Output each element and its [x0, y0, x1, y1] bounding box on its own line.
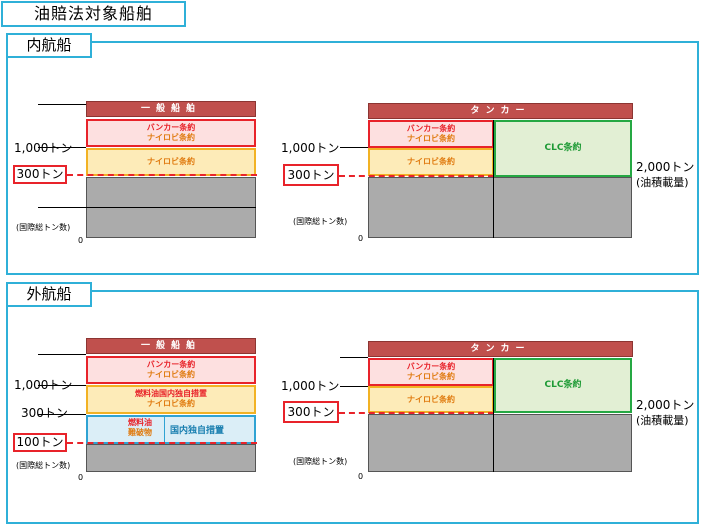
- domestic-measure-label: 国内独自措置: [170, 426, 225, 436]
- y-unit-label: (国際総トン数): [293, 217, 348, 226]
- tick-1000: [340, 147, 368, 148]
- international-section: [6, 290, 699, 524]
- nairobi-sub-label: ナイロビ条約: [147, 370, 195, 379]
- zero-label: 0: [358, 234, 364, 243]
- tanker-header: タンカー: [368, 341, 633, 357]
- bunker-box: バンカー条約 ナイロビ条約: [86, 119, 256, 147]
- tanker-divider: [493, 120, 494, 238]
- tanker-divider: [493, 358, 494, 472]
- bunker-label: バンカー条約: [146, 360, 196, 369]
- zero-label: 0: [78, 473, 84, 482]
- nairobi-sub-label: ナイロビ条約: [147, 399, 195, 408]
- gray-area: [368, 414, 632, 472]
- y-label-300-box: 300トン: [283, 164, 339, 186]
- nairobi-sub-label: ナイロビ条約: [147, 133, 195, 142]
- tick-lower: [38, 207, 256, 208]
- right-label-2000: 2,000トン: [636, 398, 695, 412]
- right-label-2000: 2,000トン: [636, 160, 695, 174]
- general-header: 一般船舶: [86, 101, 256, 117]
- tick-1000: [38, 385, 86, 386]
- nairobi-box: ナイロビ条約: [86, 148, 256, 176]
- domestic-label: 内航船: [6, 33, 92, 58]
- clc-label: CLC条約: [544, 143, 582, 153]
- nairobi-label: ナイロビ条約: [407, 157, 455, 166]
- y-label-1000: 1,000トン: [281, 379, 340, 393]
- clc-label: CLC条約: [544, 380, 582, 390]
- international-label: 外航船: [6, 282, 92, 307]
- threshold-line-300: [339, 412, 494, 414]
- right-unit-label: (油積載量): [636, 414, 689, 427]
- clc-box: CLC条約: [494, 120, 632, 177]
- bunker-label: バンカー条約: [406, 362, 456, 371]
- threshold-line-300: [339, 175, 494, 177]
- gray-area: [368, 177, 632, 238]
- nairobi-label: ナイロビ条約: [407, 395, 455, 404]
- zero-label: 0: [358, 472, 364, 481]
- fuel-oil-label: 燃料油: [128, 418, 152, 427]
- nairobi-sub-label: ナイロビ条約: [407, 372, 455, 381]
- fuel-domestic-box: 燃料油国内独自措置 ナイロビ条約: [86, 385, 256, 414]
- diagram-title: 油賠法対象船舶: [1, 1, 186, 27]
- y-label-1000: 1,000トン: [281, 141, 340, 155]
- gray-area: [86, 444, 256, 472]
- right-unit-label: (油積載量): [636, 176, 689, 189]
- threshold-line-100: [67, 442, 257, 444]
- y-unit-label: (国際総トン数): [293, 457, 348, 466]
- general-header: 一般船舶: [86, 338, 256, 354]
- wreck-label: 難破物: [128, 428, 152, 437]
- y-unit-label: (国際総トン数): [16, 461, 71, 470]
- bunker-label: バンカー条約: [146, 123, 196, 132]
- nairobi-box: ナイロビ条約: [368, 386, 494, 413]
- bunker-label: バンカー条約: [406, 124, 456, 133]
- tick-top: [340, 357, 368, 358]
- y-unit-label: (国際総トン数): [16, 223, 71, 232]
- nairobi-sub-label: ナイロビ条約: [407, 134, 455, 143]
- bunker-box: バンカー条約 ナイロビ条約: [368, 358, 494, 386]
- threshold-line-300: [67, 174, 257, 176]
- y-label-300: 300トン: [21, 406, 68, 420]
- bunker-box: バンカー条約 ナイロビ条約: [86, 356, 256, 384]
- nairobi-label: ナイロビ条約: [147, 157, 195, 166]
- y-label-1000: 1,000トン: [14, 141, 73, 155]
- tick-1000: [340, 386, 368, 387]
- fuel-oil-cell: 燃料油 難破物: [120, 418, 160, 438]
- y-label-300-box: 300トン: [283, 401, 339, 423]
- tanker-header: タンカー: [368, 103, 633, 119]
- fuel-divider: [164, 417, 165, 443]
- fuel-domestic-label: 燃料油国内独自措置: [135, 389, 207, 398]
- y-label-1000: 1,000トン: [14, 378, 73, 392]
- bunker-box: バンカー条約 ナイロビ条約: [368, 120, 494, 148]
- zero-label: 0: [78, 236, 84, 245]
- y-label-100-box: 100トン: [13, 433, 67, 452]
- tick-1000: [38, 147, 86, 148]
- tick-300: [38, 414, 86, 415]
- tick-top: [38, 354, 86, 355]
- nairobi-box: ナイロビ条約: [368, 148, 494, 176]
- domestic-section: [6, 41, 699, 275]
- clc-box: CLC条約: [494, 358, 632, 413]
- y-label-300-box: 300トン: [13, 165, 67, 184]
